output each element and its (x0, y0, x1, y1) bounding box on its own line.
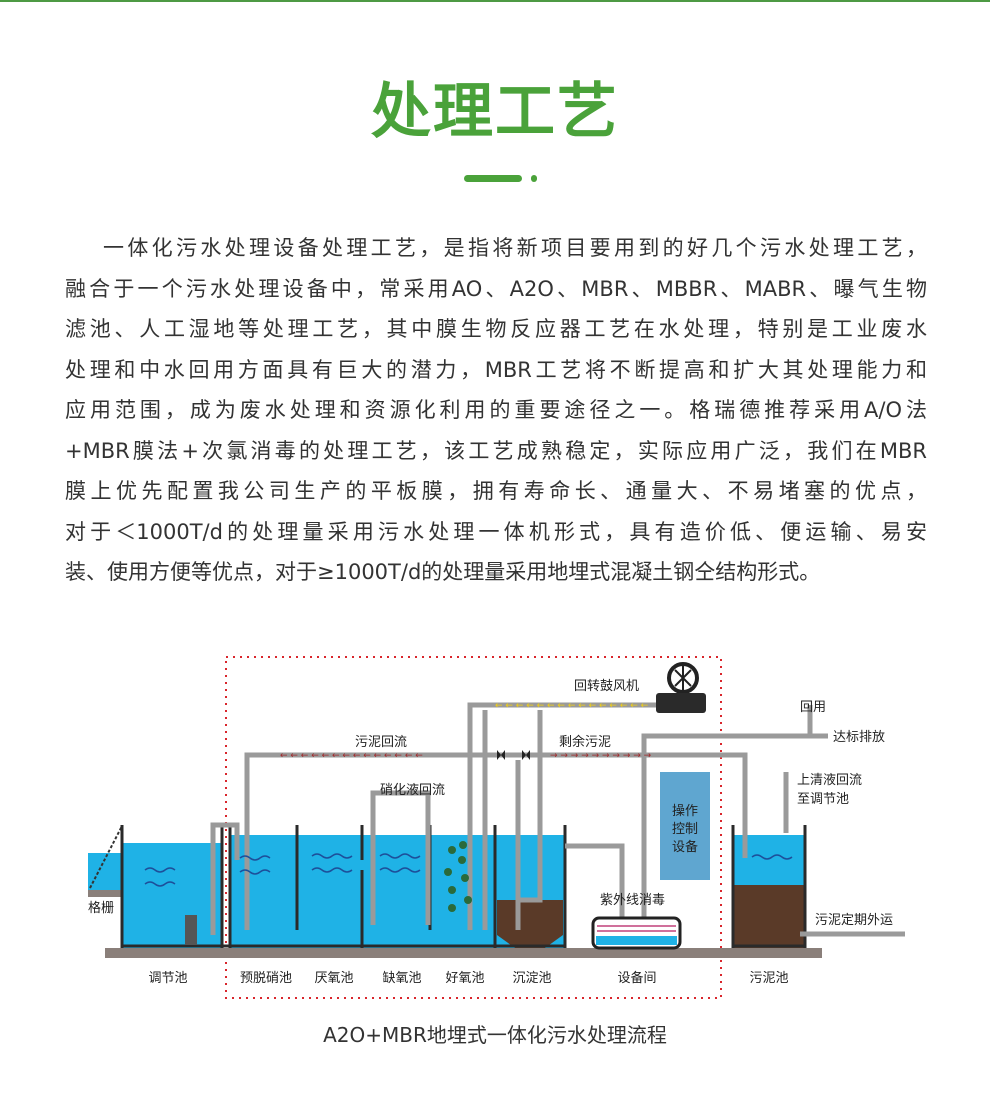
valve-icon (522, 750, 530, 760)
tank-label: 设备间 (617, 970, 656, 986)
svg-text:← ← ← ← ← ← ← ← ← ← ← ← ← ←: ← ← ← ← ← ← ← ← ← ← ← ← ← ← (280, 751, 423, 761)
description-paragraph: 一体化污水处理设备处理工艺，是指将新项目要用到的好几个污水处理工艺， 融合于一个… (65, 228, 927, 593)
paragraph-line: 滤池、人工湿地等处理工艺，其中膜生物反应器工艺在水处理，特别是工业废水 (65, 317, 927, 341)
grille-screen (89, 825, 123, 889)
blower-icon (656, 662, 706, 713)
ground-base (105, 948, 822, 958)
supernatant-label: 上清液回流 (797, 773, 862, 788)
valve-icon (497, 750, 505, 760)
top-accent-line (0, 0, 990, 2)
settling-sludge (497, 900, 563, 948)
paragraph-line: 处理和中水回用方面具有巨大的潜力，MBR工艺将不断提高和扩大其处理能力和 (65, 357, 927, 382)
water-wave-icons (144, 853, 793, 887)
paragraph-line: 对于＜1000T/d的处理量采用污水处理一体机形式，具有造价低、便运输、易安 (65, 519, 927, 544)
flow-arrows: ← ← ← ← ← ← ← ← ← ← ← ← ← ← → → → → → → … (280, 701, 652, 761)
reuse-label: 回用 (800, 700, 826, 715)
supernatant-label: 至调节池 (797, 792, 849, 807)
svg-text:→ → → → → → → → → →: → → → → → → → → → → (550, 751, 652, 761)
svg-text:← ← ← ← ← ← ← ← ← ← ← ← ← ← ←: ← ← ← ← ← ← ← ← ← ← ← ← ← ← ← (495, 701, 649, 711)
tank-label: 缺氧池 (382, 971, 421, 986)
pipes (210, 702, 905, 937)
paragraph-line: 融合于一个污水处理设备中，常采用AO、A2O、MBR、MBBR、MABR、曝气生… (65, 276, 927, 301)
sludge-out-label: 污泥定期外运 (815, 913, 893, 928)
paragraph-line: 应用范围，成为废水处理和资源化利用的重要途径之一。格瑞德推荐采用A/O法 (65, 398, 927, 422)
tank-label: 厌氧池 (314, 971, 353, 986)
control-label: 控制 (672, 822, 698, 837)
title-underline (464, 175, 522, 182)
blower-label: 回转鼓风机 (574, 679, 639, 694)
uv-label: 紫外线消毒 (600, 893, 665, 908)
page-title: 处理工艺 (371, 77, 619, 147)
sludge-return-label: 污泥回流 (355, 735, 407, 750)
integrated-unit-boundary (225, 656, 722, 999)
tank-label: 沉淀池 (512, 971, 551, 986)
paragraph-line: 装、使用方便等优点，对于≥1000T/d的处理量采用地埋式混凝土钢仝结构形式。 (65, 560, 821, 584)
paragraph-line: +MBR膜法+次氯消毒的处理工艺，该工艺成熟稳定，实际应用广泛，我们在MBR (65, 438, 927, 463)
grille-base (88, 890, 122, 897)
sludge-tank-sludge (733, 885, 805, 948)
control-label: 操作 (672, 803, 698, 819)
regulating-tank-water (122, 843, 223, 948)
grille-water (88, 853, 122, 890)
tank-label: 好氧池 (445, 971, 484, 986)
paragraph-line: 膜上优先配置我公司生产的平板膜，拥有寿命长、通量大、不易堵塞的优点， (65, 479, 927, 503)
tank-label: 预脱硝池 (240, 971, 292, 986)
title-underline-dot (531, 175, 537, 182)
uv-disinfection-unit (591, 916, 682, 950)
grille-label: 格栅 (88, 900, 114, 916)
excess-sludge-label: 剩余污泥 (559, 734, 611, 750)
control-label: 设备 (672, 839, 698, 855)
tank-label: 污泥池 (749, 971, 788, 986)
control-equipment-box (660, 772, 710, 880)
diagram-caption: A2O+MBR地埋式一体化污水处理流程 (323, 1023, 667, 1047)
paragraph-line: 一体化污水处理设备处理工艺，是指将新项目要用到的好几个污水处理工艺， (103, 236, 927, 260)
discharge-label: 达标排放 (833, 730, 885, 745)
nitrate-return-label: 硝化液回流 (380, 783, 445, 798)
aeration-bubbles-icon (444, 841, 472, 912)
tank-label: 调节池 (148, 971, 187, 986)
pump-icon (185, 915, 197, 945)
